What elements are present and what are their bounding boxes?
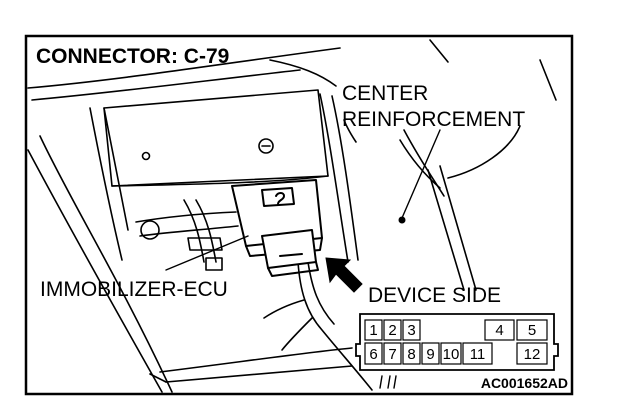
label-reinforcement: REINFORCEMENT [342,108,525,131]
device-side-arrow [325,257,363,293]
pin-12: 12 [524,346,541,363]
pin-row-bottom [364,342,548,365]
connector-latch-marks [379,375,397,389]
vehicle-interior-sketch [27,39,557,393]
pin-7: 7 [388,346,396,363]
leader-dot-center-reinforcement [398,216,406,224]
connector-pinout: 1 2 3 4 5 6 7 8 9 10 11 12 [355,313,559,389]
leader-line-immobilizer-ecu [165,235,249,271]
immobilizer-ecu-unit [231,179,323,277]
pin-6: 6 [369,346,377,363]
pin-5: 5 [528,322,536,339]
leader-line-center-reinforcement [401,129,441,219]
pin-1: 1 [369,322,377,339]
label-device-side: DEVICE SIDE [368,284,501,307]
pin-8: 8 [407,346,415,363]
pin-9: 9 [426,346,434,363]
label-immobilizer-ecu: IMMOBILIZER-ECU [40,278,228,301]
pin-2: 2 [388,322,396,339]
pin-3: 3 [407,322,415,339]
pin-4: 4 [495,322,503,339]
pin-row-top [364,319,548,341]
figure-code: AC001652AD [481,375,568,391]
connector-title: CONNECTOR: C-79 [36,45,229,68]
pin-11: 11 [470,346,486,363]
pin-10: 10 [443,346,460,363]
label-center: CENTER [342,82,428,105]
